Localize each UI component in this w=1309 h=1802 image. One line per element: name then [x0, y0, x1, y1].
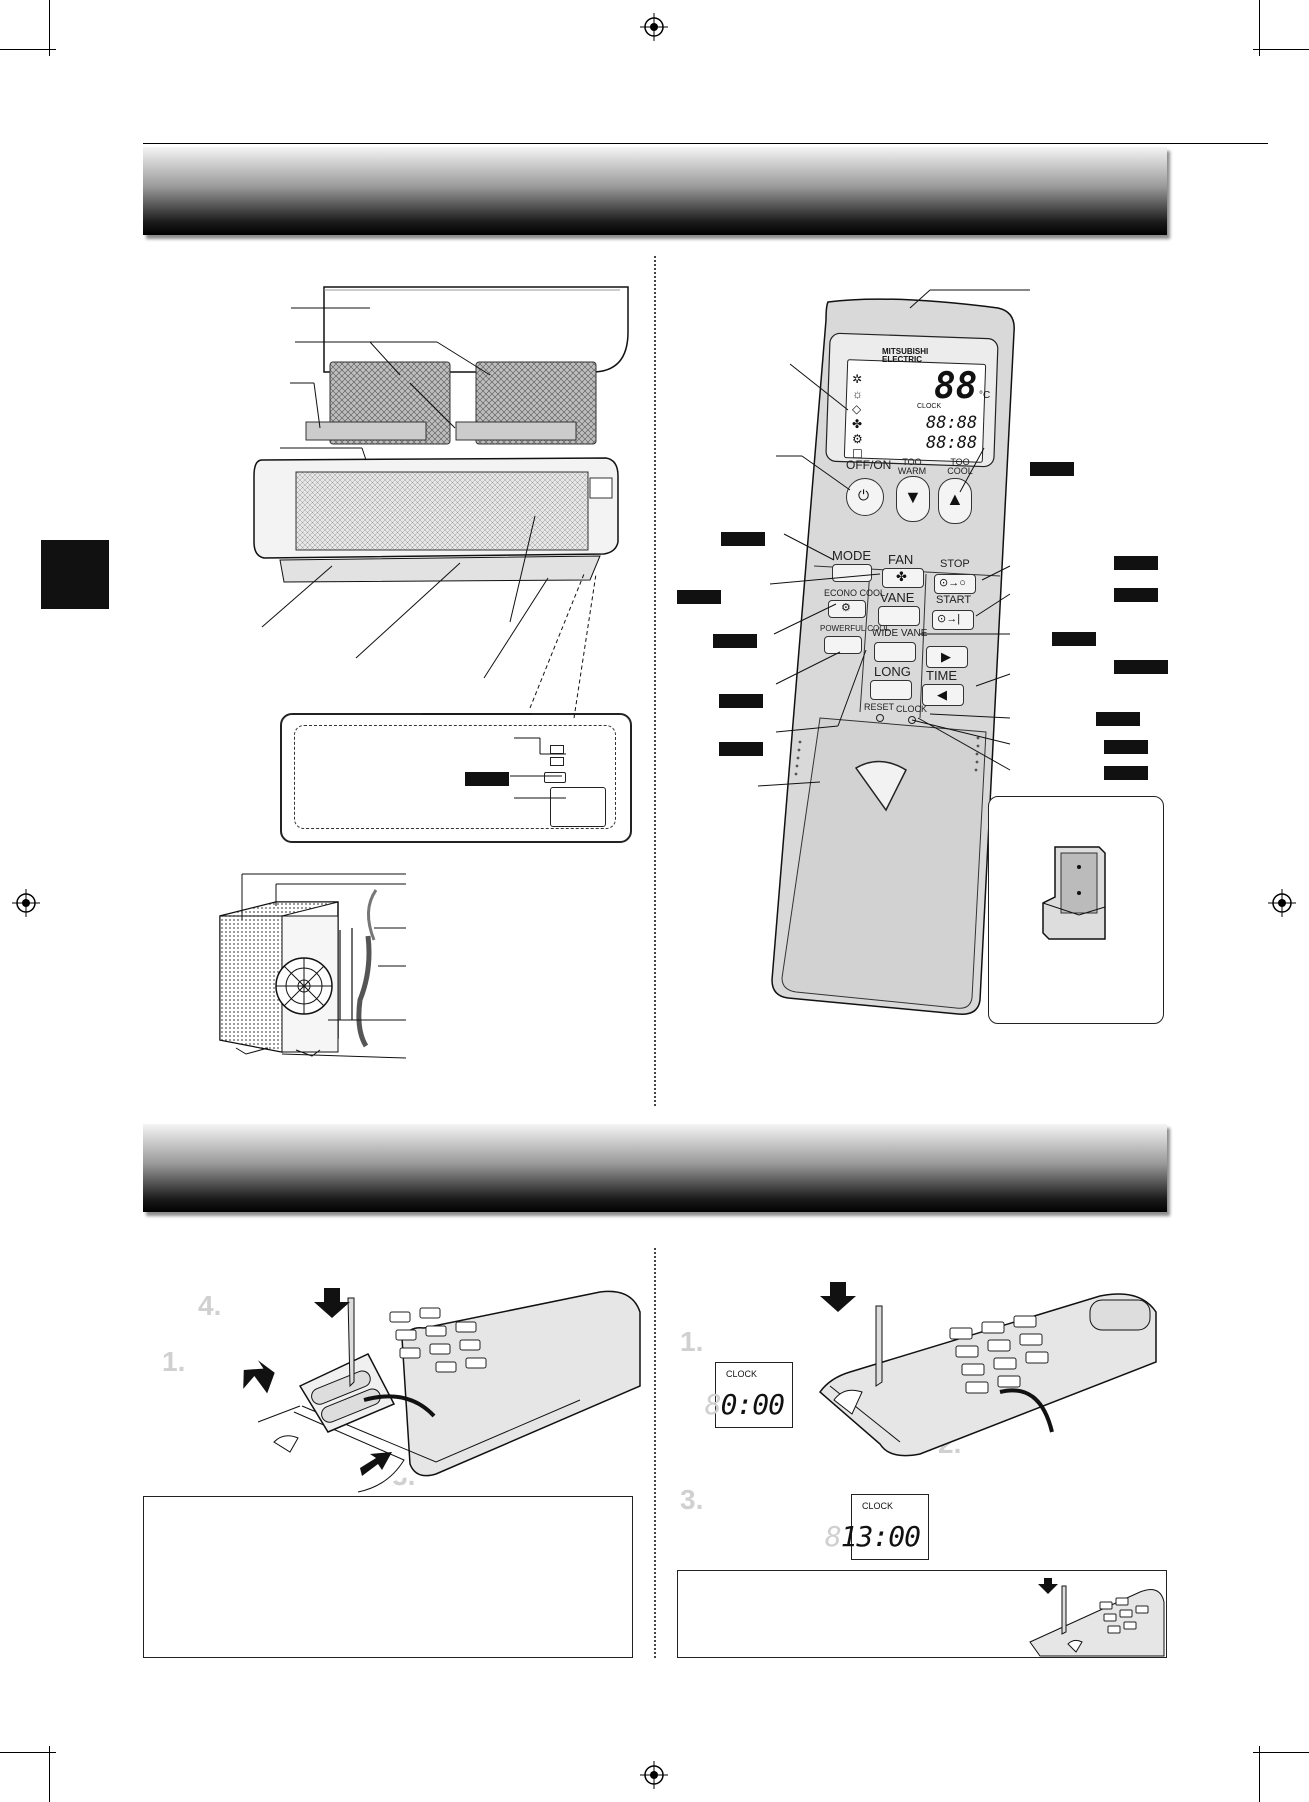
time-back-button[interactable]: ◀ — [922, 684, 964, 706]
down-triangle-icon: ▼ — [904, 487, 922, 507]
battery-note-box — [143, 1496, 633, 1658]
registration-mark-top — [640, 13, 668, 41]
column-divider-top — [654, 256, 656, 1106]
label-tag — [465, 772, 509, 786]
lcd-clock-row2: 88:88 — [926, 433, 978, 453]
mode-label: MODE — [832, 548, 871, 563]
clock-display2-digits: 813:00 — [824, 1520, 921, 1553]
indoor-unit-illustration — [253, 286, 629, 679]
tag-reset — [1104, 740, 1148, 754]
tag-wide-vane — [1052, 632, 1096, 646]
tag-econo — [713, 634, 757, 648]
powerful-cool-button[interactable] — [824, 636, 862, 654]
too-cool-label: TOO COOL — [947, 457, 973, 476]
tag-battery — [1096, 712, 1140, 726]
left-arrow-icon: ◀ — [937, 687, 947, 702]
clock-button-label: CLOCK — [896, 704, 928, 714]
brand-line1: MITSUBISHI — [882, 347, 929, 356]
econo-cool-button[interactable]: ⚙ — [828, 600, 866, 618]
tag-time — [1114, 660, 1168, 674]
registration-mark-left — [12, 889, 40, 917]
clock-display2-time: 13:00 — [840, 1520, 921, 1553]
stop-label: STOP — [940, 558, 970, 570]
section-banner-parts — [143, 147, 1167, 235]
clock-button[interactable] — [908, 716, 916, 724]
registration-mark-right — [1268, 889, 1296, 917]
reset-label: RESET — [864, 702, 895, 712]
stop-button[interactable]: ⊙→○ — [934, 574, 976, 594]
off-on-button[interactable]: ⏻ — [846, 478, 884, 516]
clock-display1-label: CLOCK — [726, 1369, 758, 1379]
tag-stop — [1114, 556, 1158, 570]
clock-step-3: 3. — [680, 1484, 704, 1515]
fan-label: FAN — [888, 552, 914, 567]
battery-step-4: 4. — [198, 1290, 222, 1321]
clock-display2-label: CLOCK — [862, 1501, 894, 1511]
tag-mode — [721, 532, 765, 546]
brand-line2: ELECTRIC — [882, 355, 922, 364]
start-label: START — [936, 594, 972, 606]
tag-fan — [677, 590, 721, 604]
too-warm-label: TOO WARM — [897, 457, 927, 476]
battery-step-1: 1. — [162, 1346, 186, 1377]
section-banner-preparation — [143, 1124, 1167, 1212]
battery-insertion-illustration — [240, 1288, 641, 1493]
timer-stop-icon: ⊙→○ — [939, 577, 966, 589]
start-button[interactable]: ⊙→| — [932, 610, 974, 630]
lcd-clock-row1: 88:88 — [926, 413, 978, 433]
econo-icon: ⚙ — [841, 602, 851, 614]
wide-vane-button[interactable] — [874, 642, 916, 662]
temp-unit: °C — [979, 390, 991, 401]
time-label: TIME — [926, 668, 958, 683]
right-arrow-icon: ▶ — [941, 649, 951, 664]
side-language-tab — [41, 540, 109, 609]
tag-clock — [1104, 766, 1148, 780]
remote-holder-illustration — [1042, 846, 1106, 940]
temp-display: 88 — [934, 366, 978, 407]
clock-setting-illustration — [818, 1282, 1157, 1457]
callout-leaders — [422, 573, 597, 799]
vane-label: VANE — [880, 590, 915, 605]
remote-holder-box — [988, 796, 1164, 1024]
long-label: LONG — [874, 664, 911, 679]
clock-display-blinking: CLOCK 80:00 — [705, 1362, 793, 1428]
long-button[interactable] — [870, 680, 912, 700]
column-divider-bottom — [654, 1248, 656, 1658]
reset-button[interactable] — [876, 714, 884, 722]
tag-long — [719, 742, 763, 756]
fan-button[interactable]: ✤ — [882, 568, 924, 588]
brand-logo: MITSUBISHI ELECTRIC — [882, 348, 928, 364]
up-triangle-icon: ▲ — [946, 489, 964, 509]
remote-leaders — [757, 289, 1030, 787]
time-forward-button[interactable]: ▶ — [926, 646, 968, 668]
lcd-icon-column: ✲☼◇✤⚙☐ — [852, 372, 863, 461]
lcd-clock-label: CLOCK — [917, 403, 942, 410]
clock-step-1: 1. — [680, 1326, 704, 1357]
outdoor-unit-illustration — [219, 873, 407, 1059]
clock-note-illustration — [1029, 1578, 1165, 1657]
timer-start-icon: ⊙→| — [937, 613, 961, 625]
fan-icon: ✤ — [896, 569, 907, 584]
clock-display-set: CLOCK 813:00 — [825, 1494, 929, 1560]
registration-mark-bottom — [640, 1761, 668, 1789]
top-rule — [143, 143, 1268, 144]
clock-display1-ghost: 8 — [704, 1388, 722, 1421]
wide-vane-label: WIDE VANE — [872, 628, 928, 639]
vane-button[interactable] — [878, 606, 920, 626]
clock-display2-ghost: 8 — [824, 1520, 842, 1553]
indoor-detail-callout — [280, 713, 632, 843]
tag-powerful — [719, 694, 763, 708]
tag-too-cool — [1030, 462, 1074, 476]
too-cool-button[interactable]: ▲ — [938, 478, 972, 524]
power-icon: ⏻ — [858, 487, 870, 503]
tag-start — [1114, 588, 1158, 602]
powerful-cool-label: POWERFUL COOL — [820, 624, 890, 633]
clock-display1-time: 0:00 — [720, 1388, 785, 1421]
too-warm-button[interactable]: ▼ — [896, 476, 930, 522]
econo-cool-label: ECONO COOL — [824, 588, 886, 598]
off-on-label: OFF/ON — [846, 458, 892, 472]
clock-display1-digits: 80:00 — [704, 1388, 785, 1421]
